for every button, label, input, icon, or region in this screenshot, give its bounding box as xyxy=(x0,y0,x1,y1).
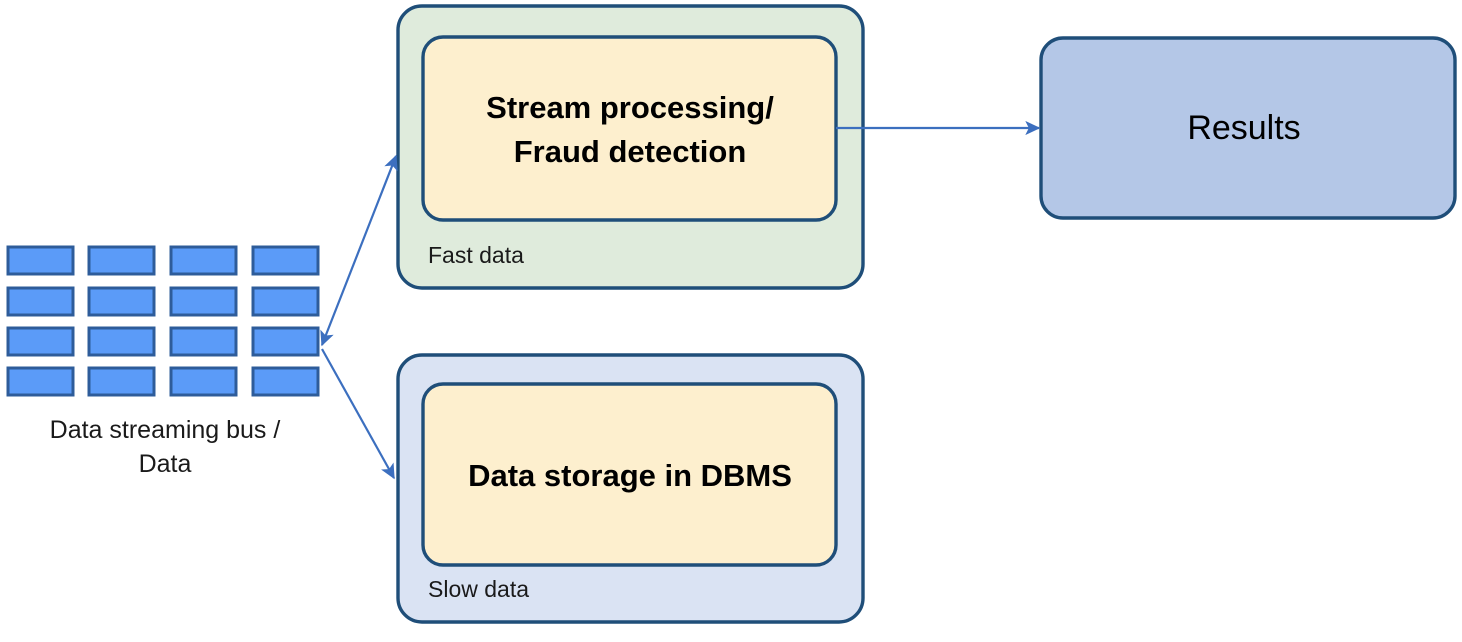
bus-block xyxy=(87,366,156,397)
results-box[interactable]: Results xyxy=(1039,36,1457,220)
data-storage-label: Data storage in DBMS xyxy=(468,458,792,493)
data-bus-caption-line2: Data xyxy=(139,450,192,478)
bus-block xyxy=(251,245,320,276)
bus-block-row xyxy=(6,286,320,317)
bus-block xyxy=(169,245,238,276)
bus-block xyxy=(87,286,156,317)
bus-block xyxy=(6,326,75,357)
bus-block xyxy=(6,245,75,276)
stream-processing-label-line2: Fraud detection xyxy=(514,134,747,169)
connectors xyxy=(320,120,1041,480)
fast-data-label: Fast data xyxy=(428,242,524,268)
bus-block xyxy=(251,286,320,317)
bus-block xyxy=(87,326,156,357)
slow-data-label: Slow data xyxy=(428,576,529,602)
slow-data-container[interactable]: Data storage in DBMS Slow data xyxy=(396,353,865,624)
data-storage-box[interactable] xyxy=(421,382,838,567)
bus-block-row xyxy=(6,366,320,397)
fast-data-container[interactable]: Stream processing/ Fraud detection Fast … xyxy=(396,4,865,290)
bus-block-row xyxy=(6,245,320,276)
bus-block-row xyxy=(6,326,320,357)
bus-block xyxy=(6,366,75,397)
bus-to-fast-arrow[interactable] xyxy=(320,154,398,347)
results-box-shape xyxy=(1039,36,1457,220)
results-label: Results xyxy=(1187,109,1300,147)
data-bus-caption-line1: Data streaming bus / xyxy=(50,416,281,444)
bus-block xyxy=(251,366,320,397)
stream-processing-box[interactable] xyxy=(421,35,838,222)
bus-block xyxy=(251,326,320,357)
bus-block xyxy=(6,286,75,317)
stream-processing-label-line1: Stream processing/ xyxy=(486,90,774,125)
data-streaming-bus: Data streaming bus / Data xyxy=(6,245,320,478)
bus-to-slow-arrow[interactable] xyxy=(321,348,395,480)
bus-block xyxy=(169,286,238,317)
bus-block xyxy=(169,366,238,397)
bus-block xyxy=(87,245,156,276)
bus-block xyxy=(169,326,238,357)
